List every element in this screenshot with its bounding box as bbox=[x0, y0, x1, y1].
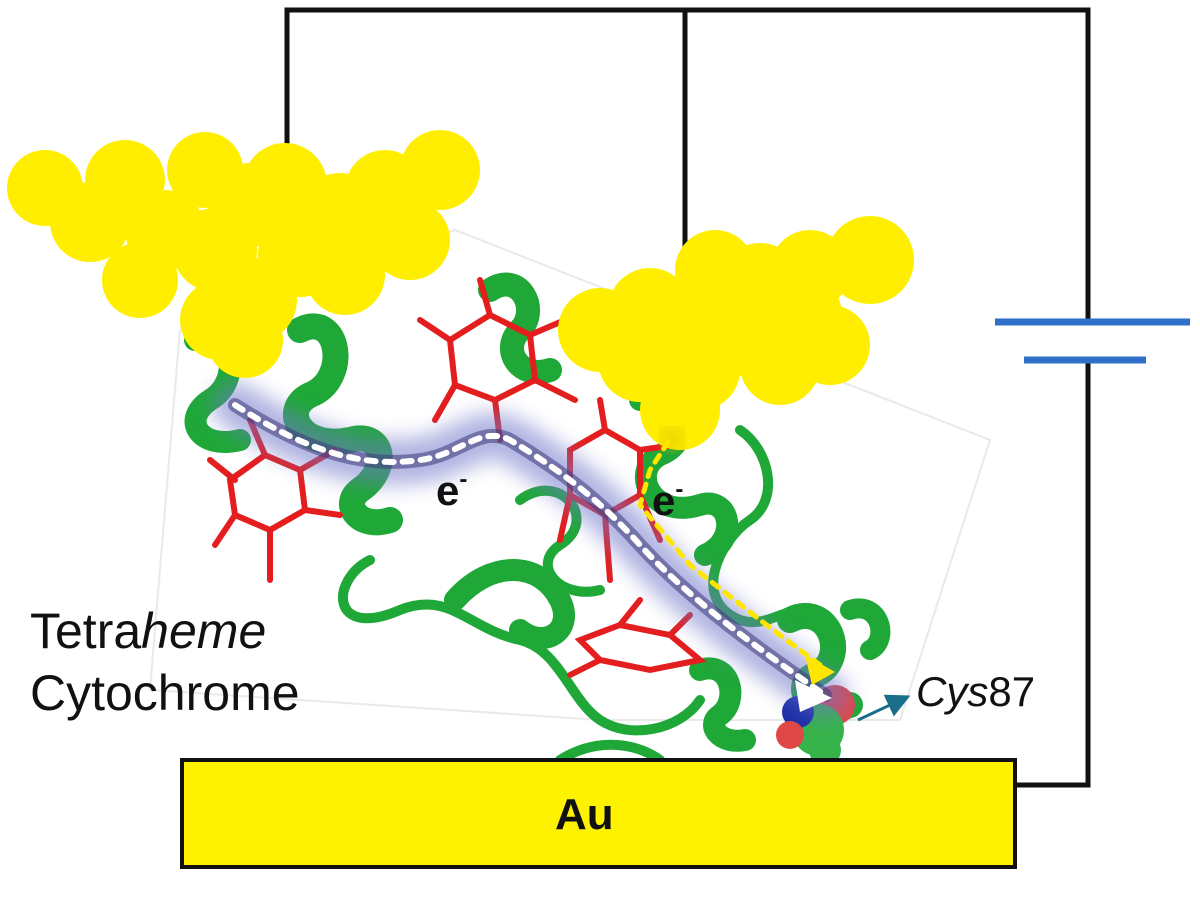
ribbon-strand-a bbox=[338, 555, 705, 736]
ribbon-helix-b bbox=[444, 559, 575, 649]
yellow-arrowhead-icon bbox=[805, 655, 835, 685]
gold-cluster-left bbox=[7, 130, 480, 378]
electron-label-1: e- bbox=[436, 466, 467, 515]
au-electrode bbox=[180, 758, 1017, 869]
heme-2 bbox=[417, 277, 578, 443]
au-label: Au bbox=[555, 790, 614, 839]
electron-path-yellow-dots bbox=[637, 439, 823, 668]
cys-sphere-red-2 bbox=[776, 721, 804, 749]
protein-label-line2: Cytochrome bbox=[30, 665, 300, 721]
ribbon-helix-g bbox=[689, 657, 756, 752]
electron-symbol: e bbox=[436, 467, 460, 514]
electron-path-white-dots bbox=[232, 402, 828, 698]
gold-cluster-right bbox=[558, 216, 914, 450]
electron-label-2: e- bbox=[652, 476, 683, 525]
protein-label-prefix: Tetra bbox=[30, 603, 142, 659]
protein-outline bbox=[148, 228, 992, 721]
battery-icon bbox=[995, 318, 1190, 364]
circuit-wires bbox=[284, 7, 1091, 788]
ribbon-lower-loop bbox=[555, 739, 665, 765]
ribbon-strand-c bbox=[708, 425, 805, 627]
cys-pointer-arrow bbox=[857, 694, 911, 722]
cys-label-number: 87 bbox=[988, 668, 1036, 715]
ribbon-helix-f bbox=[840, 598, 891, 660]
electron-symbol: e bbox=[652, 477, 676, 524]
cys-label-italic: Cys bbox=[916, 668, 989, 715]
wire-right-bottom bbox=[1015, 360, 1091, 788]
white-arrowhead-icon bbox=[795, 680, 832, 712]
protein-label-italic: heme bbox=[141, 603, 267, 659]
cys-label: Cys87 bbox=[916, 668, 1035, 716]
electron-charge: - bbox=[675, 476, 684, 503]
electron-charge: - bbox=[459, 466, 468, 493]
